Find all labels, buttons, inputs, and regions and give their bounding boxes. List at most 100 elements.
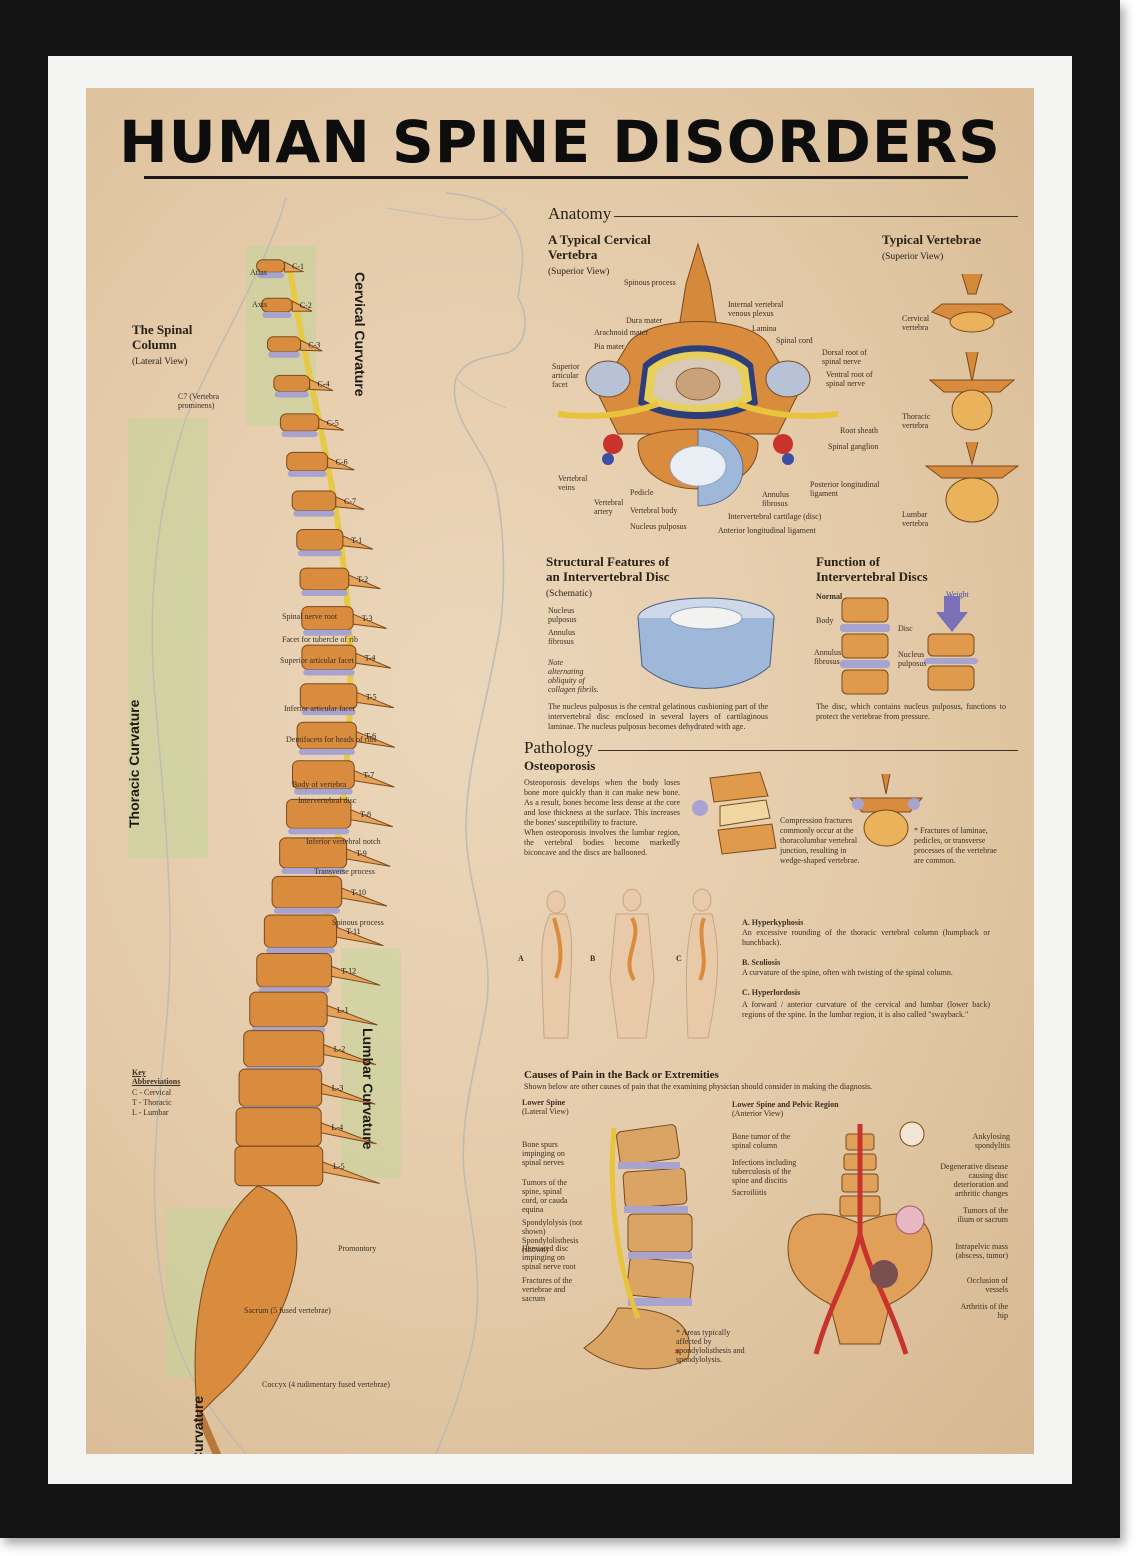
vertebra-label: L-3 — [332, 1084, 344, 1093]
spinous-process-label: Spinous process — [332, 918, 384, 927]
facet-rib-label: Facet for tubercle of rib — [282, 635, 358, 644]
vertebra-body — [234, 1145, 324, 1187]
anterior-ligament-label: Anterior longitudinal ligament — [718, 526, 816, 535]
superior-facet-label: Superior articular facet — [280, 656, 354, 665]
disc-structure-title: Structural Features of an Intervertebral… — [546, 554, 670, 584]
c7-label: C7 (Vertebra prominens) — [178, 392, 220, 410]
spinous-process — [322, 1161, 380, 1185]
vertebra-label: L-1 — [337, 1005, 349, 1014]
disc-structure-heading: Structural Features of an Intervertebral… — [546, 554, 686, 602]
spine-illustration: C-1C-2C-3C-4C-5C-6C-7T-1T-2T-3T-4T-5T-6T… — [194, 259, 396, 1454]
cervical-curvature-label: Cervical Curvature — [352, 272, 368, 397]
spinous-process — [335, 496, 365, 511]
vertebra-body — [291, 490, 337, 512]
inferior-facet-label: Inferior articular facet — [284, 704, 355, 713]
spinous-process — [327, 456, 355, 471]
spinal-column-view: (Lateral View) — [132, 357, 188, 367]
intervertebral-disc — [301, 709, 356, 716]
cervical-vertebra-diagram — [557, 242, 839, 507]
vertebra-label: C-1 — [292, 262, 304, 271]
cervical-vertebra-heading: A Typical Cervical Vertebra (Superior Vi… — [548, 232, 678, 280]
infections-label: Infections including tuberculosis of the… — [732, 1158, 797, 1185]
disc-normal-label: Normal — [816, 592, 843, 601]
spinous-process — [309, 378, 334, 392]
arachnoid-mater-label: Arachnoid mater — [594, 328, 648, 337]
typical-vertebrae-view: (Superior View) — [882, 252, 944, 262]
key-item-thoracic: T - Thoracic — [132, 1098, 172, 1107]
vertebra-label: L-2 — [334, 1045, 346, 1054]
fractures-vertebrae-label: Fractures of the vertebrae and sacrum — [522, 1276, 573, 1303]
vertebra-label: C-4 — [317, 379, 329, 388]
pedicle-label: Pedicle — [630, 488, 654, 497]
vertebra-label: C-3 — [308, 340, 320, 349]
vertebra-label: C-7 — [344, 497, 356, 506]
figure-letter-c: C — [676, 954, 682, 963]
bone-tumor-label: Bone tumor of the spinal column — [732, 1132, 791, 1150]
spinous-process — [326, 1004, 378, 1026]
vertebral-veins-label: Vertebral veins — [558, 474, 588, 492]
spine-tumors-label: Tumors of the spine, spinal cord, or cau… — [522, 1178, 568, 1214]
vertebra-label: L-5 — [333, 1162, 345, 1171]
vertebra-label: T-3 — [362, 614, 373, 623]
intervertebral-disc-label: Intervertebral disc — [298, 796, 357, 805]
pathology-rule — [598, 750, 1018, 751]
curvature-figures — [541, 888, 719, 1039]
inferior-notch-label: Inferior vertebral notch — [306, 837, 381, 846]
body-of-vertebra-label: Body of vertebra — [292, 780, 347, 789]
spinal-cord-label: Spinal cord — [776, 336, 813, 345]
herniated-disc-label: Herniated disc impinging on spinal nerve… — [522, 1244, 576, 1271]
body-silhouette — [151, 192, 526, 1454]
figure-letter-a: A — [518, 954, 524, 963]
spinous-process — [323, 1043, 376, 1066]
typical-cervical-label: Cervical vertebra — [902, 314, 930, 332]
bone-spurs-label: Bone spurs impinging on spinal nerves — [522, 1140, 565, 1167]
key-title: Key Abbreviations — [132, 1068, 181, 1086]
vertebra-body — [296, 529, 344, 551]
intervertebral-disc — [287, 470, 327, 477]
fractures-note: * Fractures of laminae, pedicles, or tra… — [914, 826, 997, 865]
coccyx — [195, 1412, 222, 1454]
osteoporosis-title: Osteoporosis — [524, 758, 596, 773]
vertebra-label: T-8 — [360, 810, 371, 819]
pathology-heading: Pathology — [524, 738, 593, 757]
vertebra-label: T-6 — [365, 732, 376, 741]
vertebra-body — [256, 953, 333, 988]
intervertebral-disc — [273, 907, 340, 914]
disc-disc-label: Disc — [898, 624, 913, 633]
dorsal-root-label: Dorsal root of spinal nerve — [822, 348, 867, 366]
vertebra-body — [249, 991, 328, 1028]
pain-causes-title: Causes of Pain in the Back or Extremitie… — [524, 1069, 719, 1081]
vertebra-body — [299, 567, 350, 591]
spinous-process — [320, 1122, 377, 1145]
spinous-process — [284, 261, 305, 273]
lower-spine-view: (Lateral View) — [522, 1107, 569, 1116]
disc-function-diagram — [840, 596, 978, 695]
anatomy-rule — [614, 216, 1018, 217]
intervertebral-disc — [303, 669, 355, 676]
vertebra-label: T-5 — [366, 692, 377, 701]
hyperkyphosis-text: An excessive rounding of the thoracic ve… — [742, 928, 990, 947]
ventral-root-label: Ventral root of spinal nerve — [826, 370, 873, 388]
vertebra-body — [263, 914, 338, 948]
spinous-process — [350, 809, 393, 828]
venous-plexus-label: Internal vertebral venous plexus — [728, 300, 784, 318]
hyperlordosis-text: A forward / anterior curvature of the ce… — [742, 1000, 990, 1019]
transverse-process-label: Transverse process — [314, 867, 375, 876]
vertebra-label: T-9 — [356, 849, 367, 858]
intervertebral-disc — [297, 550, 342, 557]
vertebra-label: T-7 — [363, 771, 374, 780]
vertebra-body — [243, 1030, 325, 1068]
vertebra-label: T-4 — [365, 653, 376, 662]
vertebra-label: T-11 — [346, 927, 361, 936]
cervical-vertebra-view: (Superior View) — [548, 267, 610, 277]
compression-fracture-text: Compression fractures commonly occur at … — [780, 816, 860, 865]
disc-function-heading: Function of Intervertebral Discs — [816, 554, 928, 584]
scoliosis-title: B. Scoliosis — [742, 958, 781, 967]
spinous-process — [342, 535, 374, 550]
lower-spine-diagram: * — [583, 1124, 694, 1370]
spinous-process — [348, 574, 381, 590]
disc-structure-caption: The nucleus pulposus is the central gela… — [548, 702, 768, 731]
typical-thoracic-label: Thoracic vertebra — [902, 412, 931, 430]
intervertebral-disc — [294, 788, 353, 795]
